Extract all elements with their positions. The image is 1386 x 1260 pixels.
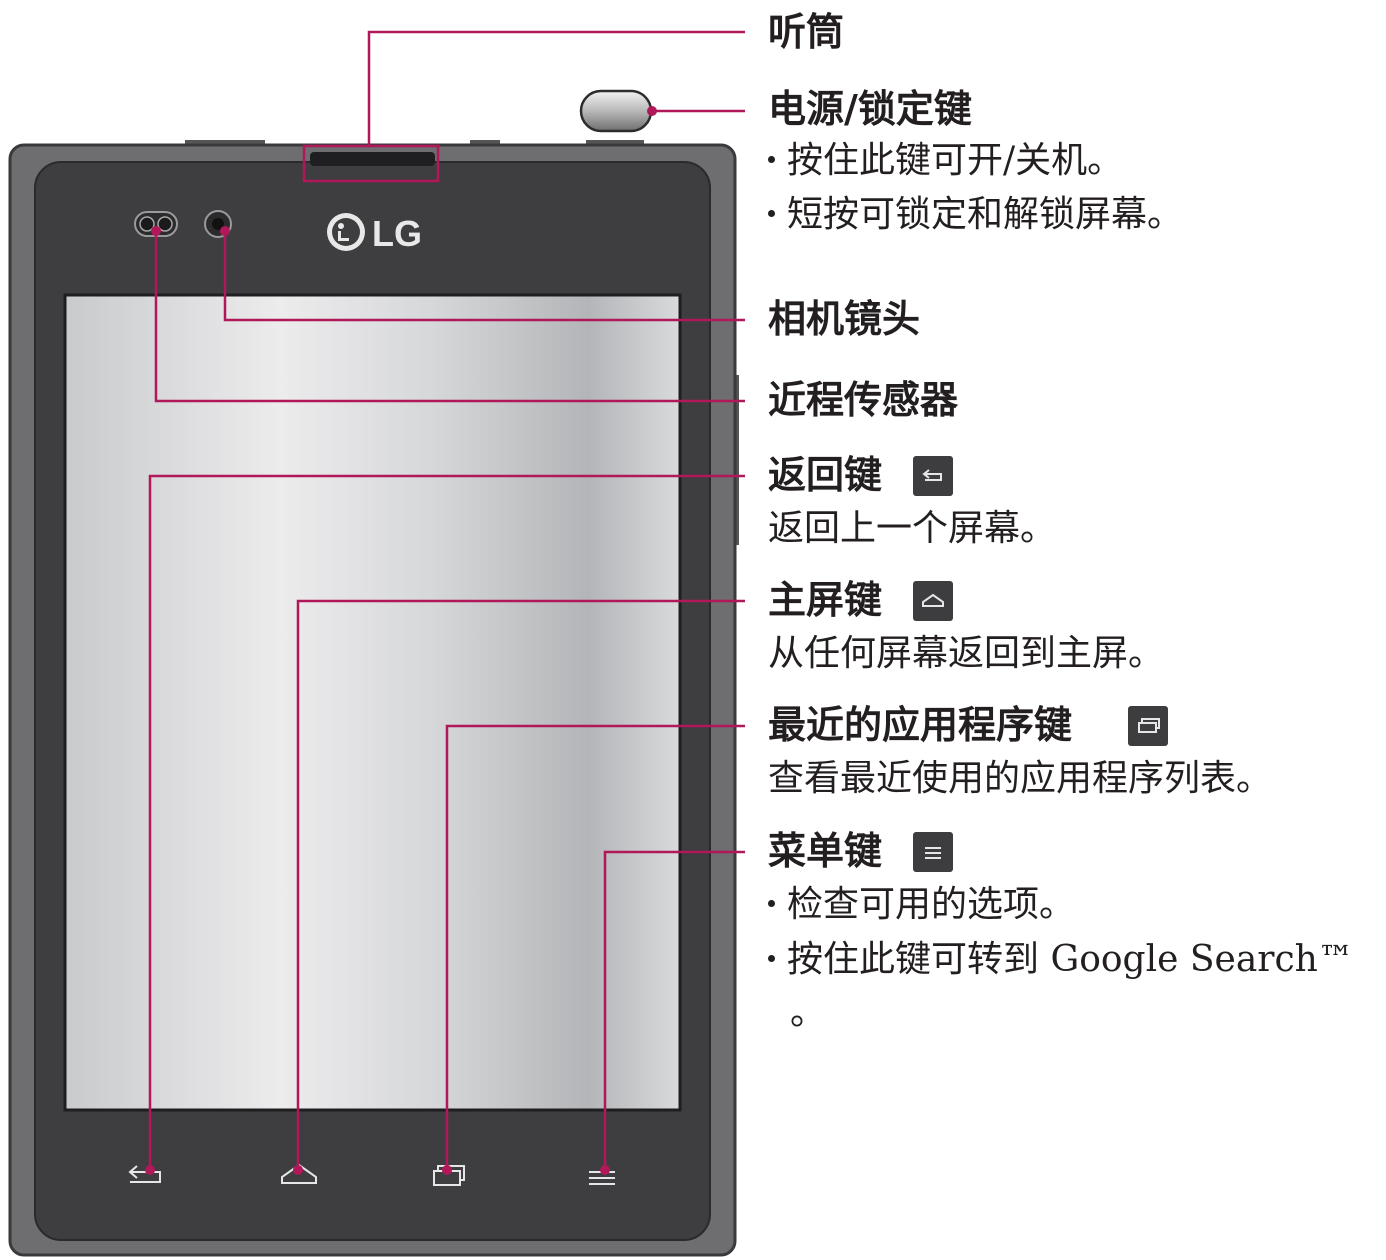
menu-key-trailing: 。 bbox=[790, 992, 827, 1033]
power-lock-bullet-2: 短按可锁定和解锁屏幕。 bbox=[768, 197, 1183, 233]
menu-key-bullet-2: 按住此键可转到 Google Search™ bbox=[768, 942, 1354, 978]
back-key-title: 返回键 bbox=[768, 453, 883, 497]
power-lock-bullet-1: 按住此键可开/关机。 bbox=[768, 143, 1123, 179]
menu-icon bbox=[913, 832, 953, 872]
home-key-description: 从任何屏幕返回到主屏。 bbox=[768, 633, 1165, 674]
recent-apps-key-title: 最近的应用程序键 bbox=[768, 703, 1073, 747]
menu-key-bullet-1: 检查可用的选项。 bbox=[768, 887, 1075, 923]
proximity-sensor-title: 近程传感器 bbox=[768, 378, 959, 422]
back-softkey-icon bbox=[128, 1165, 161, 1183]
screen bbox=[63, 293, 682, 1112]
camera-lens-title: 相机镜头 bbox=[768, 297, 921, 341]
recent-apps-key-description: 查看最近使用的应用程序列表。 bbox=[768, 758, 1273, 799]
power-lock-button bbox=[579, 89, 653, 133]
callout-lines bbox=[148, 30, 745, 1170]
lg-logo-text: LG bbox=[372, 213, 422, 254]
home-icon bbox=[913, 581, 953, 621]
power-lock-title: 电源/锁定键 bbox=[768, 87, 972, 131]
back-arrow-icon bbox=[913, 456, 953, 496]
recent-apps-icon bbox=[1128, 706, 1168, 746]
home-softkey-icon bbox=[281, 1163, 317, 1184]
proximity-sensor-icon bbox=[134, 211, 178, 237]
back-key-description: 返回上一个屏幕。 bbox=[768, 508, 1057, 549]
menu-key-title: 菜单键 bbox=[768, 829, 883, 873]
earpiece-slot bbox=[310, 152, 435, 166]
lg-logo: LG bbox=[327, 213, 422, 254]
home-key-title: 主屏键 bbox=[768, 578, 883, 622]
earpiece-title: 听筒 bbox=[768, 10, 845, 54]
callout-dots bbox=[145, 106, 657, 1175]
